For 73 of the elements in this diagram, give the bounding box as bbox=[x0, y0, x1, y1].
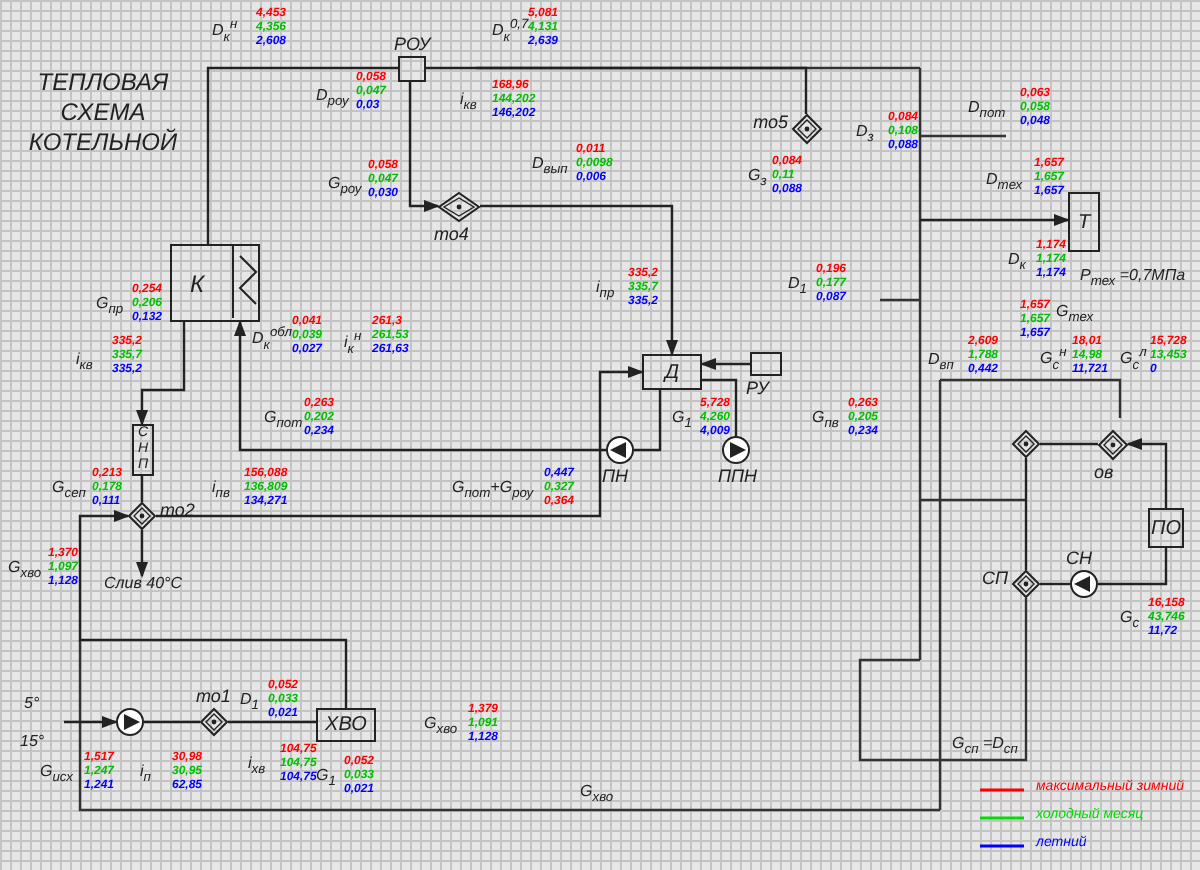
equipment-label: ов bbox=[1094, 464, 1114, 482]
equipment-label: ПН bbox=[602, 468, 629, 486]
variable-label: i$_{хв}$ bbox=[248, 756, 266, 779]
pipe-line bbox=[144, 720, 200, 724]
variable-label: D$_{вп}$ bbox=[928, 352, 954, 375]
equipment-label: К bbox=[190, 269, 205, 297]
variable-label: i$_{пв}$ bbox=[212, 480, 230, 503]
variable-label: D$_{к}$ bbox=[1008, 252, 1026, 275]
variable-label: G$_{исх}$ bbox=[40, 764, 73, 787]
variable-label: G$_{пр}$ bbox=[96, 296, 124, 319]
variable-label: D$_{1}$ bbox=[240, 692, 259, 715]
pipe-line bbox=[206, 66, 398, 244]
equipment-label: РУ bbox=[746, 380, 769, 398]
outlet-label: Слив 40°С bbox=[104, 576, 224, 596]
pipe-arrow bbox=[234, 320, 606, 452]
variable-label: G$_{хво}$ bbox=[8, 560, 42, 583]
pipe-line bbox=[702, 378, 738, 436]
pipe-arrow bbox=[920, 214, 1070, 226]
pipe-line bbox=[1040, 442, 1098, 446]
pipe-line bbox=[228, 720, 316, 724]
variable-label: G$_{с}$ bbox=[1120, 610, 1140, 633]
equipment-box: Т bbox=[1068, 192, 1100, 252]
variable-label: i$_{кв}$ bbox=[460, 92, 477, 115]
equipment-label: то1 bbox=[196, 688, 231, 706]
pipe-arrow bbox=[78, 510, 348, 708]
variable-label: i$_{кв}$ bbox=[76, 352, 93, 375]
pipe-arrow bbox=[1126, 438, 1168, 508]
variable-label: G$_{з}$ bbox=[748, 168, 767, 191]
equipment-box: Д bbox=[642, 354, 702, 390]
equipment-label: то4 bbox=[434, 226, 469, 244]
pipe-line bbox=[1040, 582, 1070, 586]
variable-label: G$_{роу}$ bbox=[328, 176, 362, 199]
pipe-arrow bbox=[700, 358, 750, 370]
equipment-box: ПО bbox=[1148, 508, 1184, 548]
equipment-label: СП bbox=[981, 570, 1008, 588]
diagram-title: ТЕПЛОВАЯ СХЕМА КОТЕЛЬНОЙ bbox=[28, 68, 178, 158]
variable-label: G$_{пв}$ bbox=[812, 410, 839, 433]
pipe-line bbox=[1098, 548, 1168, 586]
equipment-box: ХВО bbox=[316, 708, 376, 742]
pipe-line bbox=[1024, 458, 1028, 570]
variable-label: G$_{сп}$ =D$_{сп}$ bbox=[952, 736, 1018, 759]
variable-label: G$_{1}$ bbox=[316, 768, 336, 791]
temperature-label: 5° bbox=[24, 696, 40, 712]
variable-label: D$_{вып}$ bbox=[532, 156, 568, 179]
variable-label: D$_{тех}$ bbox=[986, 172, 1023, 195]
equipment-label: СН bbox=[1066, 550, 1092, 568]
variable-label: G$_{хво}$ bbox=[580, 784, 614, 807]
variable-label: D$_{з}$ bbox=[856, 124, 874, 147]
pipe-arrow bbox=[136, 530, 148, 578]
variable-label: D$_{роу}$ bbox=[316, 88, 349, 111]
pipe-line bbox=[426, 66, 808, 114]
pipe-arrow bbox=[408, 82, 440, 212]
variable-label: G$_{сеп}$ bbox=[52, 480, 86, 503]
variable-label: G$_{пот}$ bbox=[264, 410, 303, 433]
equipment-label: РОУ bbox=[394, 36, 431, 54]
pipe-line bbox=[634, 390, 662, 452]
variable-label: G$_{пот}$+G$_{роу}$ bbox=[452, 480, 534, 503]
variable-label: G$_{тех}$ bbox=[1056, 304, 1094, 327]
variable-label: D$_{пот}$ bbox=[968, 100, 1006, 123]
variable-label: G$_{хво}$ bbox=[424, 716, 458, 739]
equipment-label: то5 bbox=[753, 114, 788, 132]
temperature-label: 15° bbox=[20, 734, 45, 750]
variable-label: i$_{пр}$ bbox=[596, 280, 615, 303]
pipe-arrow bbox=[156, 366, 644, 518]
pipe-line bbox=[140, 476, 144, 502]
equipment-label: ППН bbox=[718, 468, 758, 486]
variable-label: i$_{п}$ bbox=[140, 764, 151, 787]
variable-label: D$_{1}$ bbox=[788, 276, 807, 299]
variable-label: G$_{1}$ bbox=[672, 410, 692, 433]
pipe-arrow bbox=[64, 716, 118, 728]
pipe-arrow bbox=[480, 204, 678, 356]
pipe-arrow bbox=[136, 322, 186, 426]
variable-label: P$_{тех}$ =0,7МПа bbox=[1080, 268, 1186, 291]
